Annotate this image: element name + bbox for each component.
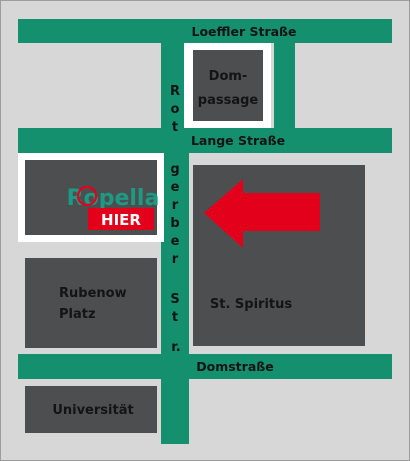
rotgerber-letter: t	[172, 120, 178, 135]
loeffler-strasse-road	[18, 19, 392, 43]
ropella-logo: Ropella	[67, 185, 160, 211]
rotgerber-letter: r.	[171, 340, 181, 355]
domstrasse-road	[18, 354, 392, 379]
rotgerber-letter: o	[171, 102, 180, 117]
universitaet-label: Universität	[52, 403, 133, 418]
universitaet-block	[25, 386, 157, 433]
rotgerber-letter: e	[171, 234, 180, 249]
ropella-logo-text: Ropella	[67, 186, 160, 211]
dompassage-block	[193, 50, 263, 121]
rotgerber-letter: b	[170, 216, 179, 231]
rotgerber-letter: g	[170, 162, 179, 177]
rotgerber-letter: S	[170, 292, 179, 307]
hier-badge	[88, 208, 154, 230]
rotgerber-letter: e	[171, 180, 180, 195]
rotgerber-letter: r	[172, 198, 179, 213]
streets	[18, 19, 392, 444]
dompassage-label-line1: Dom-	[209, 69, 248, 84]
st-spiritus-block	[193, 165, 365, 346]
domstrasse-label: Domstraße	[196, 359, 273, 374]
st-spiritus-label: St. Spiritus	[210, 297, 293, 312]
rotgerber-letter: t	[172, 310, 178, 325]
ropella-logo-ring-icon	[76, 185, 98, 207]
loeffler-strasse-label: Loeffler Straße	[191, 24, 296, 39]
rotgerber-strasse-label: R o t g e r b e r S t r.	[170, 84, 181, 355]
red-arrow-left-icon	[204, 179, 320, 248]
lange-strasse-road	[18, 128, 392, 153]
dompassage-side-road	[274, 19, 295, 153]
rubenow-platz-block	[25, 258, 157, 348]
hier-label: HIER	[101, 211, 141, 229]
lange-strasse-label: Lange Straße	[191, 133, 285, 148]
dompassage-label-line2: passage	[198, 93, 259, 108]
rubenow-label-line2: Platz	[59, 307, 96, 322]
rotgerber-letter: r	[172, 252, 179, 267]
rotgerber-letter: R	[170, 84, 180, 99]
rubenow-label-line1: Rubenow	[59, 286, 127, 301]
